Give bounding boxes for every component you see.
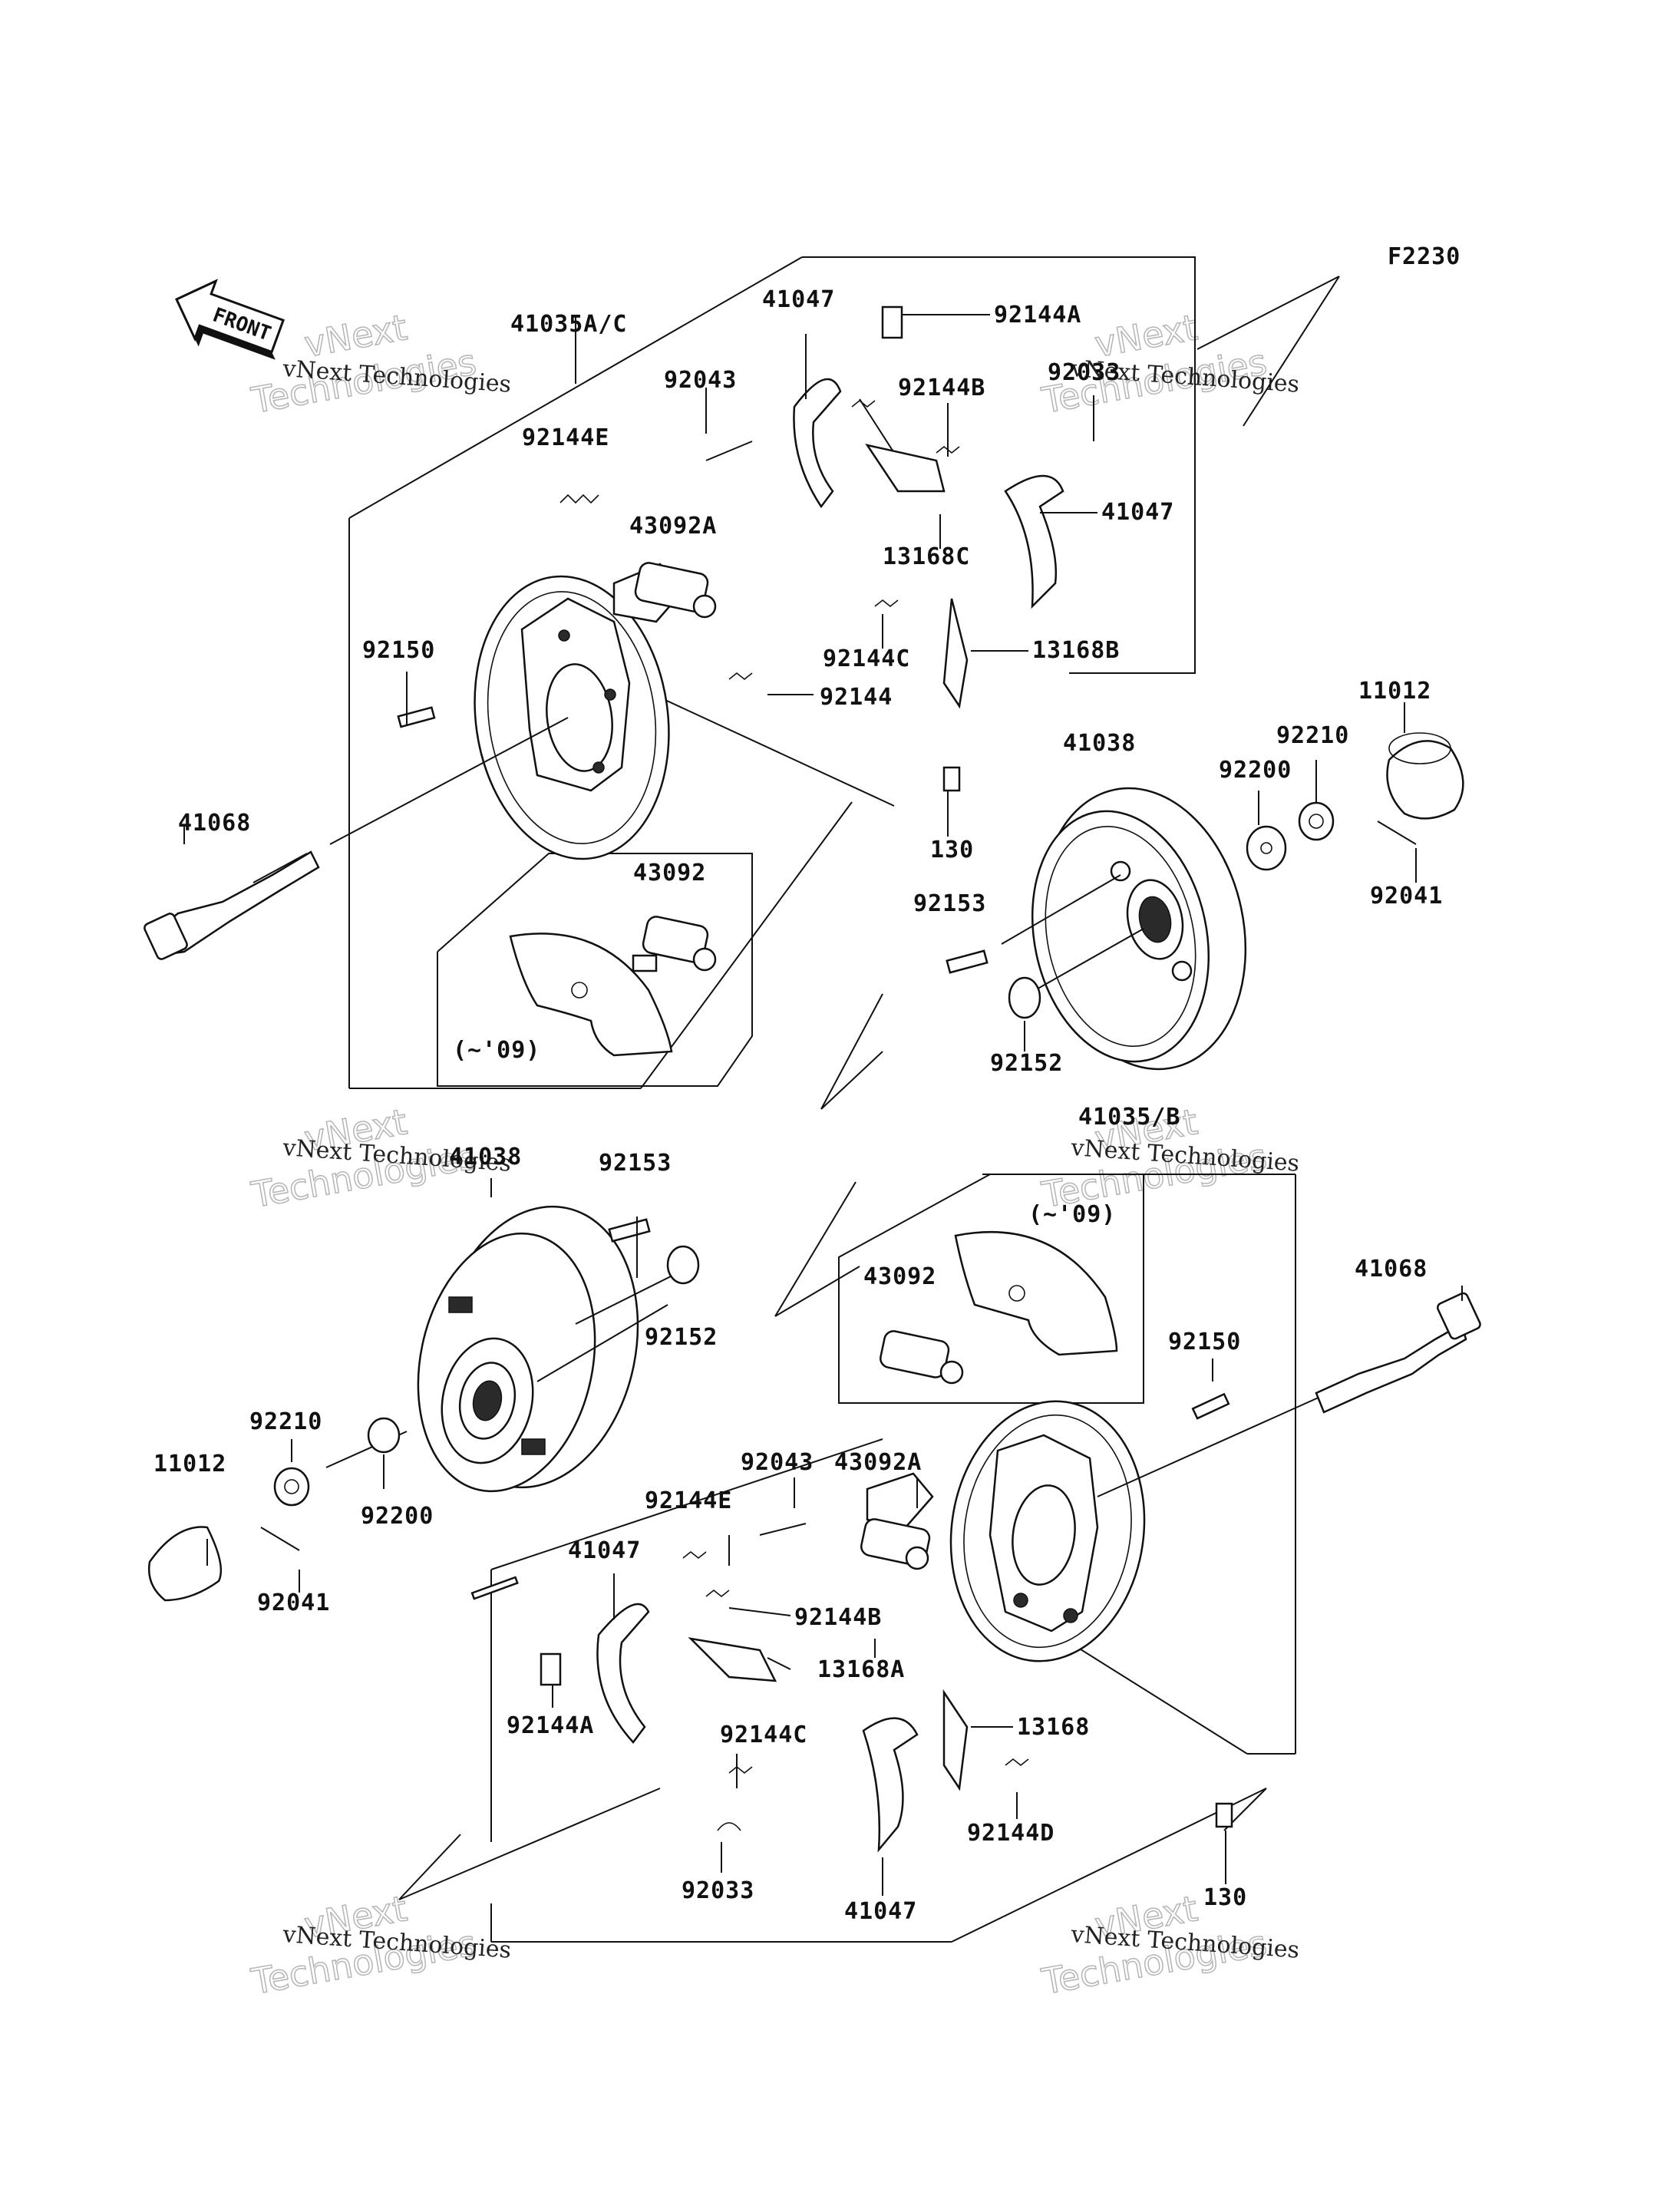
part-label: 92144 — [820, 684, 893, 711]
part-label: 92200 — [1219, 757, 1292, 784]
part-label: 92153 — [599, 1150, 672, 1177]
part-label: 92144B — [898, 375, 985, 401]
lower-axle-shaft — [1315, 1292, 1481, 1414]
part-label: 41035/B — [1078, 1104, 1180, 1131]
part-label: 92041 — [257, 1590, 330, 1616]
part-label: 13168B — [1032, 637, 1120, 664]
part-label: 130 — [1203, 1884, 1247, 1911]
lower-brake-panel — [949, 1396, 1321, 1662]
upper-axle-shaft — [144, 850, 320, 960]
figure-code: F2230 — [1388, 243, 1461, 270]
upper-inset-box — [437, 853, 753, 1087]
part-label: 13168 — [1017, 1714, 1090, 1741]
part-label: (~'09) — [1028, 1201, 1116, 1228]
part-label: 43092 — [633, 860, 706, 886]
part-label: 41038 — [1063, 730, 1136, 757]
part-label: 43092 — [863, 1263, 936, 1290]
lower-brake-drum — [325, 1205, 691, 1493]
part-label: 92033 — [1048, 359, 1121, 386]
part-label: 92150 — [1168, 1329, 1241, 1355]
front-arrow-icon: FRONT — [175, 279, 286, 360]
part-label: 92033 — [682, 1877, 754, 1904]
part-label: 92210 — [249, 1408, 322, 1435]
part-label: 92210 — [1276, 722, 1349, 749]
part-label: 41047 — [568, 1537, 641, 1564]
part-label: 92043 — [664, 367, 737, 394]
part-labels: F2230 41035A/C 41047 92144A 92043 92144B… — [153, 243, 1461, 1925]
part-label: 43092A — [629, 513, 717, 540]
lower-shoes-springs — [470, 1472, 1029, 1853]
upper-shoes-springs — [559, 305, 1064, 709]
part-label: 92144D — [967, 1820, 1055, 1847]
part-label: 41047 — [1101, 499, 1174, 526]
part-label: 92144C — [823, 645, 910, 672]
upper-brake-panel — [329, 575, 670, 860]
part-label: 41038 — [449, 1144, 522, 1170]
part-label: 92043 — [741, 1449, 814, 1476]
lower-inset-box — [838, 1174, 1144, 1404]
part-label: 41068 — [1355, 1256, 1428, 1283]
part-label: 92144A — [507, 1712, 594, 1739]
part-label: 92144E — [645, 1487, 732, 1514]
part-label: 92200 — [361, 1503, 434, 1530]
part-label: 92041 — [1370, 883, 1443, 910]
part-label: 13168C — [883, 543, 970, 570]
part-label: 41047 — [762, 286, 835, 313]
part-label: 92144E — [522, 424, 609, 451]
part-label: 92152 — [645, 1324, 718, 1351]
part-label: 92152 — [990, 1050, 1063, 1077]
part-label: 13168A — [817, 1656, 905, 1683]
hub-small-parts — [147, 706, 1464, 1828]
part-label: 92144A — [994, 302, 1081, 328]
part-label: 41047 — [844, 1898, 917, 1925]
upper-brake-drum — [1001, 787, 1247, 1071]
part-label: 11012 — [153, 1451, 226, 1477]
part-label: 130 — [930, 837, 974, 863]
part-label: (~'09) — [453, 1037, 540, 1064]
part-label: 41068 — [178, 810, 251, 837]
part-label: 11012 — [1358, 678, 1431, 705]
part-label: 43092A — [834, 1449, 922, 1476]
upper-wheel-cylinder — [634, 562, 717, 619]
part-label: 92144C — [720, 1722, 807, 1748]
part-label: 92144B — [794, 1604, 882, 1631]
part-label: 92153 — [913, 890, 986, 917]
leader-lines — [183, 314, 1463, 1896]
part-label: 41035A/C — [510, 311, 628, 338]
part-label: 92150 — [362, 637, 435, 664]
upper-assembly-frame — [348, 256, 1340, 1110]
lower-wheel-cylinder — [860, 1518, 931, 1570]
